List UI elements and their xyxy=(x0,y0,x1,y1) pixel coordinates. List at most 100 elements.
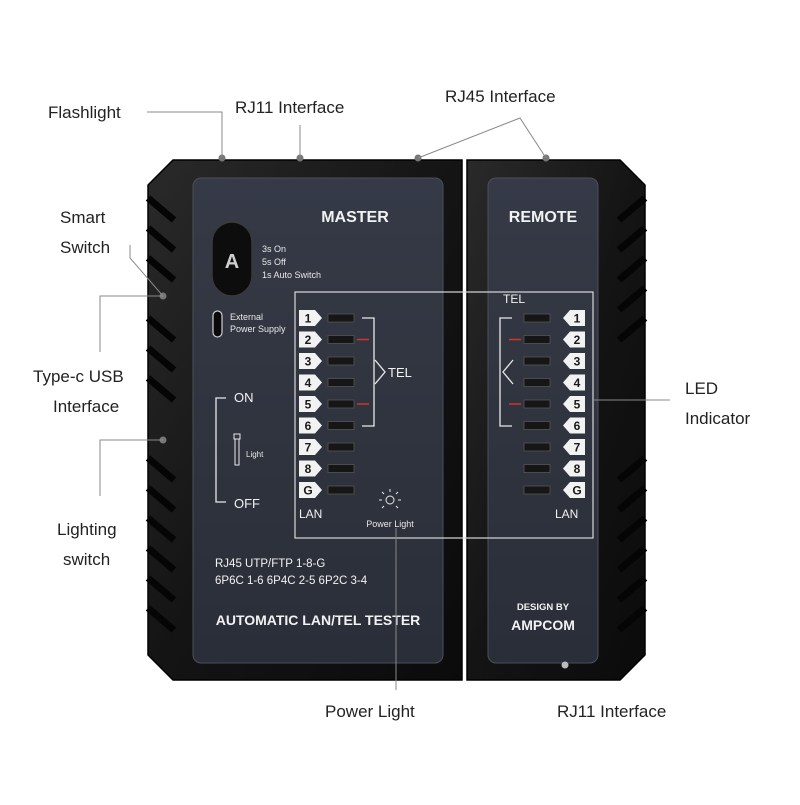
master-unit: MASTER A 3s On 5s Off 1s Auto Switch Ext… xyxy=(145,154,463,681)
remote-pin-led xyxy=(523,356,551,366)
led-callout-frame xyxy=(294,291,594,539)
master-pin-row: 2 xyxy=(299,331,369,348)
remote-pin-tag xyxy=(563,396,585,412)
callout-led-line1: LED xyxy=(685,379,719,398)
master-pin-led xyxy=(327,421,355,430)
master-lan-label: LAN xyxy=(299,507,322,521)
master-pin-row: 6 xyxy=(299,417,355,434)
master-pin-led xyxy=(327,399,355,409)
switch-mode-1: 3s On xyxy=(262,244,286,254)
remote-pin-tag xyxy=(563,460,585,477)
master-pin-tag xyxy=(299,460,322,477)
master-pin-led xyxy=(327,442,355,452)
master-pin-tag xyxy=(299,439,322,455)
master-pin-led xyxy=(327,485,355,495)
remote-lan-label: LAN xyxy=(555,507,578,521)
callout-rj11-bottom: RJ11 Interface xyxy=(557,697,666,727)
callout-power-light-text: Power Light xyxy=(325,702,415,721)
light-off-label: OFF xyxy=(234,496,260,511)
callout-rj45-text: RJ45 Interface xyxy=(445,87,556,106)
master-panel xyxy=(192,177,444,664)
master-tel-bracket xyxy=(362,317,375,427)
master-pin-number: 2 xyxy=(305,333,312,347)
master-pin-tag xyxy=(299,374,322,391)
remote-pin-led xyxy=(523,464,551,473)
remote-rj11-port[interactable] xyxy=(561,661,569,669)
external-power-label-1: External xyxy=(230,312,263,322)
callout-rj11-top: RJ11 Interface xyxy=(235,93,344,123)
master-pin-led xyxy=(327,378,355,387)
light-on-label: ON xyxy=(234,390,254,405)
master-footer-title: AUTOMATIC LAN/TEL TESTER xyxy=(216,612,421,628)
master-pin-tag xyxy=(299,353,322,369)
callout-led-line2: Indicator xyxy=(685,409,751,428)
remote-pin-tag xyxy=(563,439,585,455)
remote-pin-number: 1 xyxy=(574,312,581,326)
remote-pin-indicators: 1 2 3 4 5 6 7 8G xyxy=(509,310,585,498)
remote-pin-led xyxy=(523,399,551,409)
remote-pin-number: 6 xyxy=(574,419,581,433)
master-grip-ridges xyxy=(145,195,177,633)
master-pin-tag xyxy=(299,331,322,348)
master-pin-tag xyxy=(299,417,322,434)
callout-typec: Type-c USB Interface xyxy=(33,362,124,422)
remote-tel-bracket xyxy=(499,317,512,427)
master-pin-number: 5 xyxy=(305,398,312,412)
remote-pin-row: 4 xyxy=(523,374,585,391)
master-pin-number: G xyxy=(303,484,312,498)
smart-switch-button[interactable]: A xyxy=(211,221,253,297)
design-by-label: DESIGN BY xyxy=(517,602,570,613)
callout-lighting-line1: Lighting xyxy=(57,520,117,539)
switch-logo: A xyxy=(225,251,239,273)
external-power-label-2: Power Supply xyxy=(230,324,286,334)
light-label: Light xyxy=(246,450,264,459)
master-pin-row: 1 xyxy=(299,310,355,326)
master-pin-number: 6 xyxy=(305,419,312,433)
master-pin-row: 8 xyxy=(299,460,355,477)
remote-pin-tag xyxy=(563,417,585,434)
remote-pin-row: G xyxy=(523,482,585,498)
remote-pin-tag xyxy=(563,331,585,348)
master-pin-led xyxy=(327,356,355,366)
remote-pin-row: 5 xyxy=(509,396,585,412)
spec-line-1: RJ45 UTP/FTP 1-8-G xyxy=(215,558,325,570)
power-light-icon xyxy=(379,489,401,509)
master-pin-row: 3 xyxy=(299,353,355,369)
callout-rj11-top-text: RJ11 Interface xyxy=(235,98,345,117)
callout-flashlight-text: Flashlight xyxy=(48,103,121,122)
remote-pin-tag xyxy=(563,353,585,369)
callout-smart-switch-line1: Smart xyxy=(60,208,106,227)
remote-pin-number: 3 xyxy=(574,355,581,369)
callout-typec-line1: Type-c USB xyxy=(33,367,124,386)
callout-lighting-line2: switch xyxy=(63,550,111,569)
remote-pin-led xyxy=(523,421,551,430)
master-pin-number: 1 xyxy=(305,312,312,326)
remote-pin-number: 8 xyxy=(574,462,581,476)
remote-tel-arrow xyxy=(502,359,514,385)
master-pin-row: 4 xyxy=(299,374,355,391)
remote-pin-row: 2 xyxy=(509,331,585,348)
master-pin-led xyxy=(327,464,355,473)
remote-pin-tag xyxy=(563,310,585,326)
typec-port[interactable] xyxy=(212,310,223,338)
callout-leader-lines xyxy=(99,111,670,690)
remote-pin-led xyxy=(523,442,551,452)
remote-pin-number: 7 xyxy=(574,441,581,455)
master-pin-row: G xyxy=(299,482,355,498)
remote-pin-led xyxy=(523,335,551,344)
remote-pin-led xyxy=(523,313,551,323)
callout-lighting-switch: Lighting switch xyxy=(57,515,117,575)
flashlight-icon xyxy=(233,433,241,466)
remote-pin-tag xyxy=(563,482,585,498)
callout-power-light: Power Light xyxy=(325,697,415,727)
light-switch-bracket xyxy=(215,397,226,503)
callout-typec-line2: Interface xyxy=(53,397,120,416)
remote-grip-ridges xyxy=(616,195,648,633)
master-tel-arrow xyxy=(374,359,386,385)
switch-mode-3: 1s Auto Switch xyxy=(262,270,321,280)
remote-pin-number: G xyxy=(572,484,581,498)
callout-rj11-bottom-text: RJ11 Interface xyxy=(557,702,667,721)
